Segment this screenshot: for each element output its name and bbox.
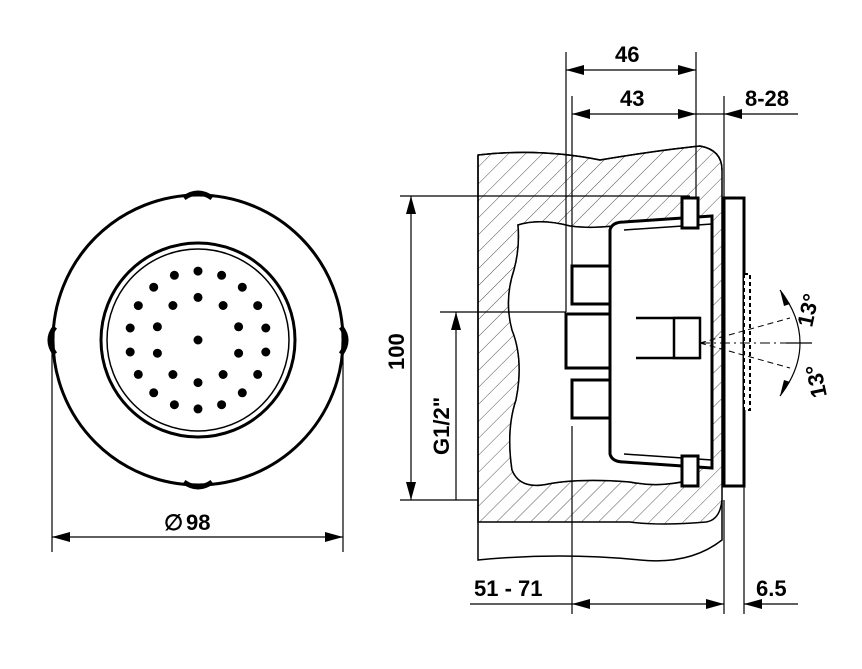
nozzle-hole xyxy=(193,404,203,414)
nozzle-hole xyxy=(253,301,263,311)
mounting-tab-top xyxy=(680,196,700,230)
dim-arc-angle-top xyxy=(779,289,801,344)
nozzle-hole xyxy=(218,370,228,379)
label-face-thickness: 6.5 xyxy=(756,576,787,601)
front-dim-arrow-right xyxy=(325,532,343,542)
dim-arrow-height-top xyxy=(406,196,416,214)
dim-arrow-height-bottom xyxy=(406,482,416,500)
nozzle-hole xyxy=(149,388,159,398)
nozzle-hole xyxy=(234,348,244,358)
nozzle-hole xyxy=(217,270,227,280)
nozzle-hole xyxy=(218,301,228,310)
front-nozzle-plate-inner xyxy=(106,248,290,432)
nozzle-hole xyxy=(217,400,227,410)
face-plate xyxy=(722,196,746,488)
body-housing xyxy=(608,214,714,470)
mounting-tab-bottom xyxy=(680,454,700,488)
nozzle-hole xyxy=(169,400,179,410)
nozzle-hole xyxy=(193,378,203,388)
nozzle-hole xyxy=(133,369,143,379)
nozzle-hole xyxy=(253,369,263,379)
dim-arrow-43-right xyxy=(678,109,696,119)
face-nozzle-strip xyxy=(743,273,751,411)
wall-outline-back xyxy=(477,155,723,562)
nozzle-hole xyxy=(169,270,179,280)
front-diameter-symbol: ∅ xyxy=(164,510,183,535)
inlet-port-middle xyxy=(564,312,612,370)
nozzle-hole xyxy=(168,370,178,379)
dim-arrow-51-71-left xyxy=(572,599,590,609)
nozzle-hole xyxy=(152,348,162,358)
label-wall-range: 8-28 xyxy=(745,86,789,111)
nozzle-hole xyxy=(261,347,271,357)
nozzle-hole xyxy=(152,322,162,332)
nozzle-hole xyxy=(237,388,247,398)
front-nozzle-group xyxy=(125,266,271,414)
nozzle-hole xyxy=(133,301,143,311)
spray-line-upper xyxy=(699,317,791,344)
nozzle-hole xyxy=(168,301,178,310)
label-install-range: 51 - 71 xyxy=(474,576,543,601)
dim-arrow-51-71-right xyxy=(706,599,724,609)
body-internal-block xyxy=(672,316,702,360)
front-outer-ring xyxy=(51,193,345,487)
nozzle-hole xyxy=(193,266,203,276)
nozzle-hole xyxy=(125,347,135,357)
dim-arrow-43-left xyxy=(572,109,590,119)
dim-arrow-46-left xyxy=(566,65,584,75)
label-angle-top: 13° xyxy=(792,291,823,329)
dim-arrow-thread xyxy=(451,312,461,330)
dim-arrow-angle-bottom xyxy=(780,380,790,396)
dim-arrow-46-right xyxy=(678,65,696,75)
dim-arc-angle-bottom xyxy=(779,342,801,397)
inlet-port-bottom xyxy=(570,378,612,420)
nozzle-hole xyxy=(125,323,135,333)
label-overall-depth: 46 xyxy=(615,42,639,67)
front-view: ∅ 98 xyxy=(47,190,349,552)
front-dim-arrow-left xyxy=(52,532,70,542)
side-view: 100 G1/2" 46 43 8-28 51 - 71 6.5 xyxy=(384,42,832,614)
nozzle-hole xyxy=(261,323,271,333)
nozzle-hole xyxy=(193,335,203,345)
label-thread: G1/2" xyxy=(429,397,454,455)
nozzle-hole xyxy=(234,322,244,332)
front-nozzle-plate-outer xyxy=(99,241,297,439)
label-height: 100 xyxy=(384,333,409,370)
nozzle-hole xyxy=(149,282,159,292)
front-diameter-label: 98 xyxy=(186,510,210,535)
nozzle-hole xyxy=(193,292,203,302)
dim-arrow-angle-top xyxy=(780,290,790,306)
inlet-port-top xyxy=(570,264,612,306)
spray-line-lower xyxy=(699,342,791,369)
nozzle-hole xyxy=(237,282,247,292)
label-angle-bottom: 13° xyxy=(801,362,832,400)
label-body-depth: 43 xyxy=(620,86,644,111)
dim-arrow-8-28 xyxy=(724,109,742,119)
dim-arrow-6-5 xyxy=(744,599,762,609)
wall-outline-front xyxy=(477,145,723,171)
